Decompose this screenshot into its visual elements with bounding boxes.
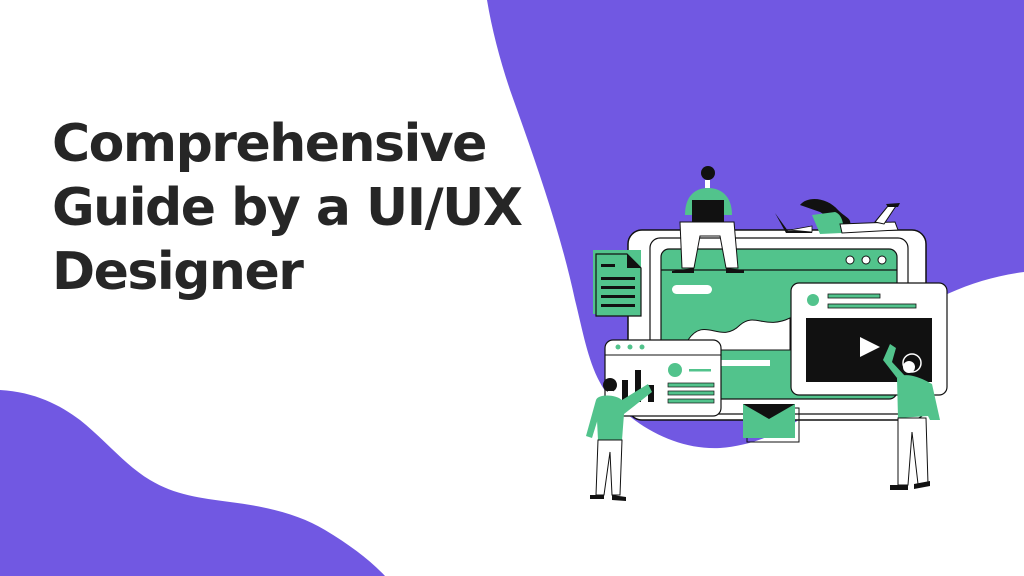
top-right-blob	[487, 0, 1024, 449]
page-title: Comprehensive Guide by a UI/UX Designer	[52, 112, 523, 304]
person-lying-laptop	[775, 198, 900, 234]
person-sitting-laptop	[672, 166, 744, 273]
bar-chart-icon	[622, 370, 654, 402]
video-player-card	[790, 282, 948, 396]
title-line-2: Guide by a UI/UX	[52, 178, 523, 238]
play-icon	[860, 337, 880, 357]
document-icon	[593, 250, 642, 317]
title-line-3: Designer	[52, 242, 304, 302]
person-pointing-video	[883, 344, 940, 490]
bottom-left-blob	[0, 390, 385, 576]
envelope-icon	[743, 404, 800, 443]
person-pointing-chart	[586, 378, 652, 501]
title-line-1: Comprehensive	[52, 114, 487, 174]
